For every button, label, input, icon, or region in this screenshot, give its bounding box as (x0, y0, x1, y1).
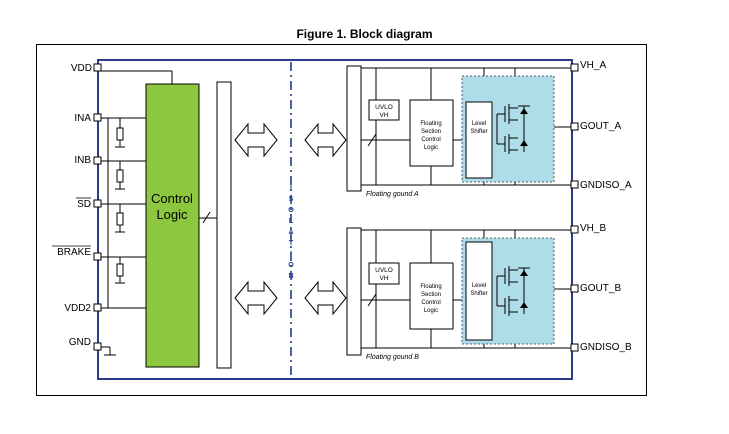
isolation-letter: L (289, 218, 294, 225)
pin-label-vh-b: VH_B (580, 223, 606, 234)
isolation-letter: A (288, 229, 293, 236)
pin-label-ina: INA (74, 113, 91, 124)
isolation-letter: O (288, 207, 294, 214)
pin-label-inb: INB (74, 155, 91, 166)
level-shifter-label-b: Shifter (470, 291, 487, 297)
device-outline (97, 59, 573, 380)
control-logic-label-1: Control (151, 191, 193, 206)
pin-label-brake: BRAKE (57, 247, 91, 258)
isolation-letter: I (290, 185, 292, 192)
channel-b: UVLO VH Floating Section Control Logic L… (346, 227, 575, 361)
figure-frame (36, 44, 647, 396)
uvlo-label-b: UVLO (375, 267, 393, 274)
isolation-letter: N (288, 273, 293, 280)
pin-label-vdd2: VDD2 (64, 303, 91, 314)
control-logic-block (145, 83, 200, 368)
left-pin-pads (93, 63, 102, 351)
floating-label-a: Control (421, 137, 440, 143)
figure-title: Figure 1. Block diagram (296, 27, 433, 41)
floating-label-a: Section (421, 129, 441, 135)
interface-bar-left (216, 81, 232, 369)
level-shifter-label-a: Shifter (470, 129, 487, 135)
floating-control-block-a (409, 99, 454, 167)
channel-a: UVLO VH Floating Section Control Logic L… (346, 65, 575, 198)
floating-control-block-b (409, 262, 454, 330)
level-shifter-a (465, 101, 493, 179)
floating-label-b: Control (421, 300, 440, 306)
floating-label-a: Logic (424, 145, 438, 151)
isolation-letter: O (288, 262, 294, 269)
uvlo-label-a: UVLO (375, 104, 393, 111)
isolation-letter: S (289, 196, 294, 203)
pin-label-gndiso-b: GNDISO_B (580, 342, 632, 353)
level-shifter-label-a: Level (472, 121, 486, 127)
interface-bar-a (346, 65, 362, 192)
pin-label-gnd: GND (69, 337, 91, 348)
level-shifter-b (465, 241, 493, 341)
floating-label-a: Floating (420, 121, 441, 127)
pin-label-gout-a: GOUT_A (580, 121, 621, 132)
uvlo-vh-label-a: VH (379, 112, 388, 119)
pin-label-gndiso-a: GNDISO_A (580, 180, 632, 191)
input-resistors (115, 118, 125, 284)
control-logic-label-2: Logic (156, 207, 188, 222)
uvlo-block-a (368, 99, 400, 121)
right-pin-pads (570, 63, 579, 352)
isolation-arrows (234, 122, 347, 316)
pin-label-vh-a: VH_A (580, 60, 606, 71)
body-diodes-a (520, 108, 528, 146)
floating-label-b: Logic (424, 308, 438, 314)
pin-label-gout-b: GOUT_B (580, 283, 621, 294)
uvlo-vh-label-b: VH (379, 275, 388, 282)
isolation-letter: T (289, 240, 294, 247)
level-shifter-label-b: Level (472, 283, 486, 289)
floating-label-b: Floating (420, 284, 441, 290)
uvlo-block-b (368, 262, 400, 285)
body-diodes-b (520, 270, 528, 308)
isolation-letter: I (290, 251, 292, 258)
interface-bar-b (346, 227, 362, 356)
isolation-label: I S O L A T I O N (288, 185, 294, 280)
floating-ground-label-b: Floating gound B (366, 354, 419, 361)
floating-label-b: Section (421, 292, 441, 298)
floating-ground-label-a: Floating gound A (366, 191, 419, 198)
pin-label-sd: SD (77, 199, 91, 210)
pin-label-vdd: VDD (71, 63, 92, 74)
